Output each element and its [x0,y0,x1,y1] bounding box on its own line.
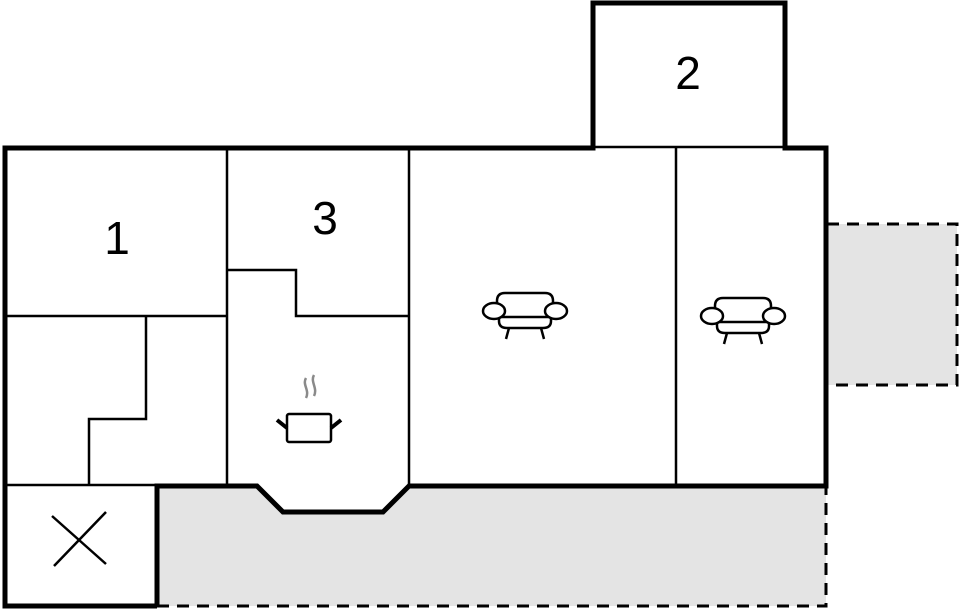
sofa-icon [699,296,787,345]
room-label-3: 3 [312,192,338,244]
room-label-1: 1 [104,212,130,264]
cross-icon [51,511,107,567]
interior-walls [5,145,785,487]
exterior-walls [2,0,829,609]
sofa-icon [481,291,569,340]
bay-window [257,485,409,512]
east-terrace [827,222,959,387]
south-terrace [157,486,828,608]
kitchen-pot-icon [275,374,343,444]
room-label-2: 2 [675,47,701,99]
